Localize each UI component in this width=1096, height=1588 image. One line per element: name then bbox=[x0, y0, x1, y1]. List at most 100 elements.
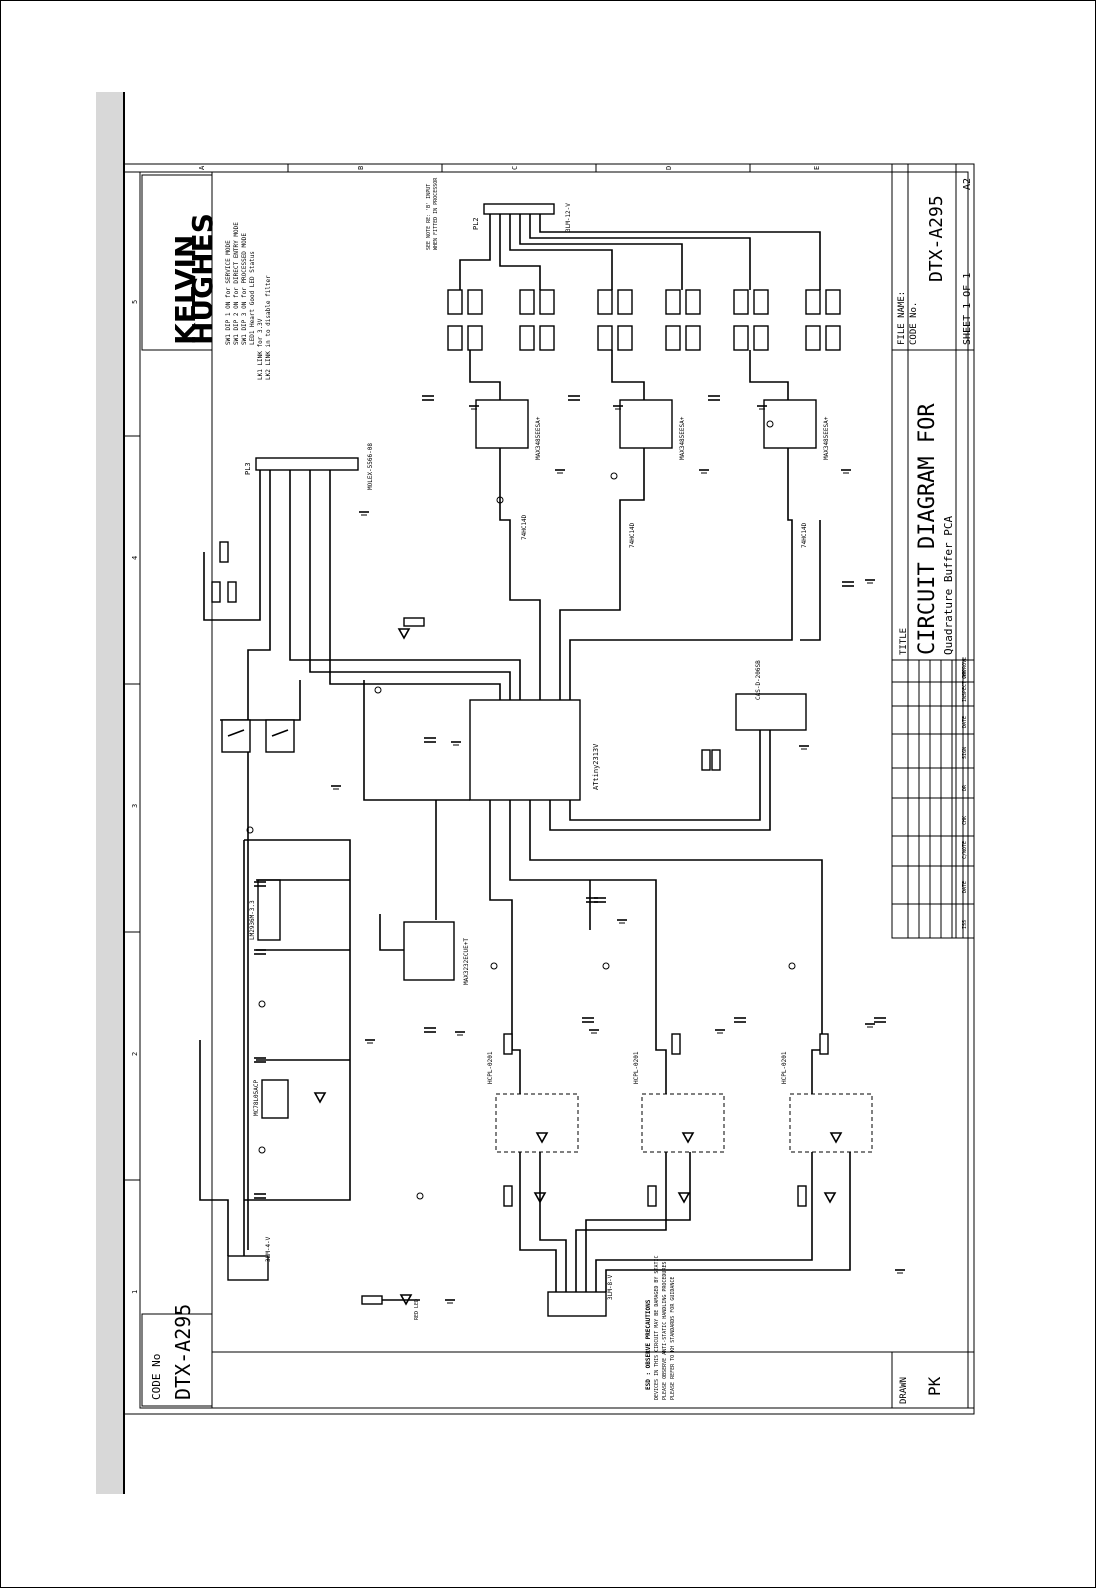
ic8-line-driver: MAX3485EESA+ bbox=[475, 399, 542, 460]
ic10-line-driver: MAX3485EESA+ bbox=[763, 399, 830, 460]
test-point bbox=[766, 420, 774, 428]
opto-1-part: HCPL-0201 bbox=[487, 1051, 494, 1084]
wire bbox=[611, 350, 645, 400]
resistor bbox=[797, 1185, 807, 1207]
resistor bbox=[647, 1185, 657, 1207]
revision-header: CHK bbox=[962, 670, 968, 679]
wire bbox=[811, 960, 823, 1094]
resistor bbox=[211, 581, 221, 603]
wire bbox=[529, 800, 823, 960]
ic7-part: ATtiny2313V bbox=[592, 743, 600, 790]
revision-header: DR bbox=[962, 784, 968, 791]
wire bbox=[800, 520, 821, 641]
resistor bbox=[467, 289, 483, 315]
opto-3: HCPL-0201 bbox=[781, 1051, 873, 1153]
switch-contact bbox=[271, 729, 289, 737]
pl3-part: MOLEX-5566-08 bbox=[367, 443, 374, 490]
pl2-note-1: SEE NOTE RE: 'B' INPUT bbox=[426, 184, 432, 250]
kelvin-hughes-logo: KELVIN HUGHES bbox=[141, 174, 219, 351]
pl2-label: PL2 bbox=[472, 217, 480, 230]
ic9-part: MAX3485EESA+ bbox=[679, 416, 686, 460]
wire bbox=[749, 350, 789, 400]
test-point bbox=[258, 1000, 266, 1008]
zone-row-label: 5 bbox=[131, 300, 139, 304]
resistor-arrays bbox=[447, 289, 841, 351]
ic6-part: MAX3232ECUE+T bbox=[463, 938, 470, 985]
resistor bbox=[805, 325, 821, 351]
resistor bbox=[447, 325, 463, 351]
left-code-number: DTX-A295 bbox=[171, 1304, 195, 1400]
resistor bbox=[361, 1295, 383, 1305]
ic6-serial-driver: MAX3232ECUE+T bbox=[403, 921, 470, 985]
file-name-label: FILE NAME: bbox=[897, 291, 907, 345]
revision-header: SIGN bbox=[962, 747, 968, 759]
zone-column-label: B bbox=[357, 166, 365, 170]
diode bbox=[681, 1132, 695, 1144]
revision-header: DATE bbox=[962, 716, 968, 728]
connector-pl1: 3LM-8-V bbox=[547, 1274, 614, 1317]
led-label: RED LED bbox=[414, 1299, 420, 1320]
link-note-1: LK1 LINK for 3.3V bbox=[257, 318, 264, 380]
resistor bbox=[685, 289, 701, 315]
wire bbox=[309, 470, 511, 700]
pl4-part: 3LM-4-V bbox=[265, 1236, 272, 1262]
wire bbox=[499, 214, 541, 290]
connector-pl4: 3LM-4-V bbox=[227, 1236, 272, 1281]
zone-column-label: A bbox=[198, 165, 206, 170]
wire bbox=[569, 560, 793, 700]
wire bbox=[529, 214, 751, 290]
switch-contact bbox=[227, 729, 245, 737]
wire bbox=[509, 214, 613, 290]
wire bbox=[203, 470, 261, 621]
settings-note-4: LED1 Heart Good LED Status bbox=[249, 251, 256, 345]
sheet-size: A2 bbox=[962, 178, 973, 190]
resistor bbox=[617, 325, 633, 351]
zone-column-label: D bbox=[665, 166, 673, 170]
pl2-part: 3LM-12-V bbox=[565, 203, 572, 232]
ic9-line-driver: MAX3485EESA+ bbox=[619, 399, 686, 460]
wire bbox=[619, 448, 645, 560]
diode bbox=[399, 1294, 413, 1306]
resistor bbox=[503, 1185, 513, 1207]
resistor bbox=[597, 289, 613, 315]
ic11-part-c: 74HC14D bbox=[801, 522, 808, 548]
left-code-label: CODE No bbox=[150, 1354, 163, 1400]
test-point bbox=[496, 496, 504, 504]
resistor bbox=[539, 289, 555, 315]
wire bbox=[379, 914, 404, 951]
circuit-schematic: PL2 3LM-12-V SEE NOTE RE: 'B' INPUT WHEN… bbox=[199, 177, 905, 1320]
settings-note-3: SW1 DIP 3 ON for PROCESSED MODE bbox=[241, 233, 248, 345]
resistor bbox=[467, 325, 483, 351]
wire bbox=[575, 1152, 667, 1292]
esd-note-4: PLEASE REFER TO KH STANDARDS FOR GUIDANC… bbox=[670, 1277, 676, 1400]
pl1-part: 3LM-8-V bbox=[607, 1274, 614, 1300]
ic2-regulator: MC78L05ACP bbox=[253, 1079, 289, 1119]
test-point bbox=[602, 962, 610, 970]
wire bbox=[569, 730, 761, 821]
wire bbox=[363, 680, 470, 801]
connector-pl3: PL3 MOLEX-5566-08 bbox=[244, 443, 374, 490]
dip-switch: CAS-D-206SB bbox=[735, 660, 807, 731]
connector-pl2: PL2 3LM-12-V SEE NOTE RE: 'B' INPUT WHEN… bbox=[426, 177, 572, 250]
test-point bbox=[258, 1146, 266, 1154]
zone-row-label: 3 bbox=[131, 804, 139, 808]
resistor bbox=[447, 289, 463, 315]
diode bbox=[533, 1192, 547, 1204]
wire bbox=[519, 214, 683, 290]
test-point bbox=[374, 686, 382, 694]
title-block: FILE NAME: CODE No. DTX-A295 SHEET 1 OF … bbox=[891, 163, 975, 1409]
resistor bbox=[711, 749, 721, 771]
ic10-part: MAX3485EESA+ bbox=[823, 416, 830, 460]
left-code-block: CODE No DTX-A295 bbox=[141, 1304, 213, 1407]
resistor bbox=[701, 749, 711, 771]
zone-column-label: E bbox=[813, 166, 821, 170]
resistor bbox=[219, 541, 229, 563]
dip-part: CAS-D-206SB bbox=[755, 660, 762, 700]
wiring bbox=[199, 214, 905, 1306]
ic2-part: MC78L05ACP bbox=[253, 1079, 260, 1116]
test-point bbox=[416, 1192, 424, 1200]
resistor bbox=[753, 289, 769, 315]
resistor bbox=[519, 325, 535, 351]
